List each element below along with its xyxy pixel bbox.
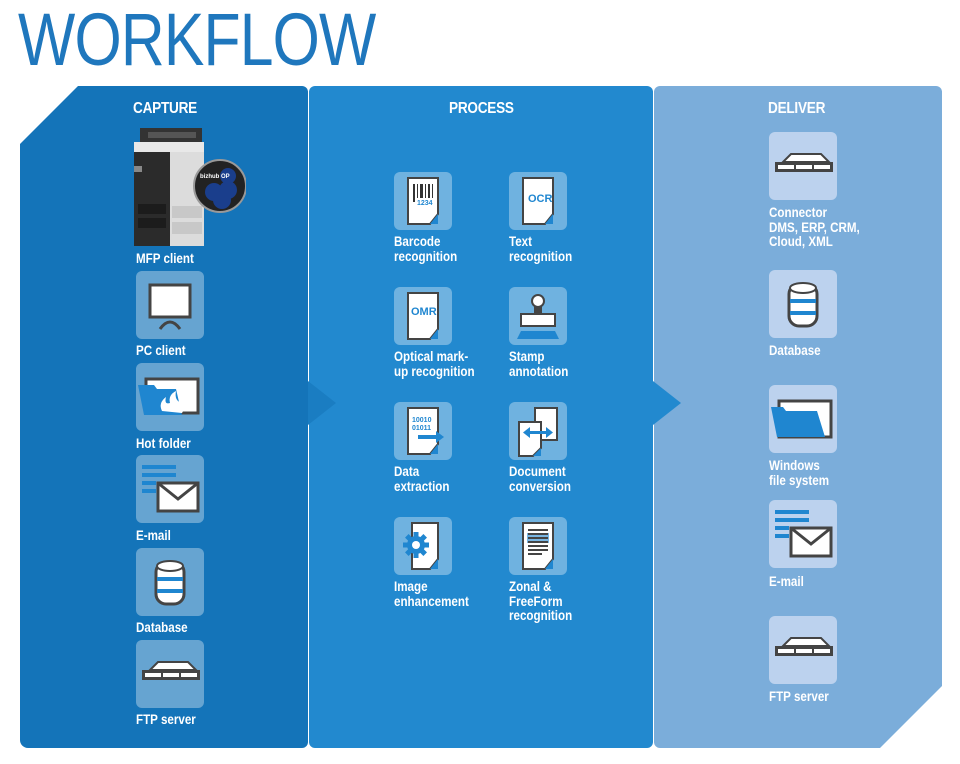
capture-item-label: PC client — [136, 343, 186, 358]
process-panel — [309, 86, 653, 748]
data-extraction-icon: 10010 01011 — [407, 407, 444, 455]
server-icon — [775, 153, 833, 172]
flow-arrow-capture-to-process — [308, 381, 336, 425]
email-icon — [775, 510, 833, 558]
email-icon — [142, 465, 200, 513]
monitor-icon — [148, 283, 192, 330]
data-glyph-line2: 01011 — [412, 425, 431, 432]
process-item-label: Text recognition — [509, 234, 573, 264]
capture-item-label: FTP server — [136, 712, 196, 727]
capture-heading: CAPTURE — [133, 100, 197, 117]
folder-icon — [771, 399, 833, 439]
process-item-label: Image enhancement — [394, 579, 469, 609]
server-icon — [142, 661, 200, 680]
document-conversion-icon — [518, 407, 558, 457]
capture-item-label: Hot folder — [136, 436, 191, 451]
server-icon — [775, 637, 833, 656]
stamp-icon — [517, 294, 559, 339]
process-item-label: Barcode recognition — [394, 234, 458, 264]
process-item-label: Zonal & FreeForm recognition — [509, 579, 573, 623]
process-item-label: Document conversion — [509, 464, 571, 494]
capture-item-label: Database — [136, 620, 188, 635]
ocr-glyph: OCR — [528, 193, 553, 205]
deliver-item-label: E-mail — [769, 574, 804, 589]
process-item-label: Optical mark- up recognition — [394, 349, 475, 379]
deliver-item-label: FTP server — [769, 689, 829, 704]
process-item-label: Data extraction — [394, 464, 450, 494]
deliver-heading: DELIVER — [768, 100, 826, 117]
hot-folder-icon — [138, 377, 200, 415]
capture-item-label: E-mail — [136, 528, 171, 543]
mfp-badge-text: bizhub OP — [200, 174, 230, 180]
ocr-document-icon: OCR — [522, 177, 554, 225]
page-title: WORKFLOW — [18, 0, 376, 81]
process-heading: PROCESS — [449, 100, 514, 117]
omr-document-icon: OMR — [407, 292, 439, 340]
deliver-item-label: Database — [769, 343, 821, 358]
deliver-item-label: Windows file system — [769, 458, 830, 488]
zonal-document-icon — [522, 522, 554, 570]
process-item-label: Stamp annotation — [509, 349, 569, 379]
mfp-printer-icon: bizhub OP — [134, 128, 246, 246]
deliver-item-label: Connector DMS, ERP, CRM, Cloud, XML — [769, 205, 860, 249]
barcode-glyph: 1234 — [417, 200, 433, 207]
gear-document-icon — [403, 522, 439, 570]
barcode-document-icon: 1234 — [407, 177, 439, 225]
database-icon — [154, 560, 186, 606]
data-glyph-line1: 10010 — [412, 417, 432, 424]
flow-arrow-process-to-deliver — [653, 381, 681, 425]
omr-glyph: OMR — [411, 306, 437, 318]
capture-item-label: MFP client — [136, 251, 194, 266]
database-icon — [787, 282, 819, 328]
